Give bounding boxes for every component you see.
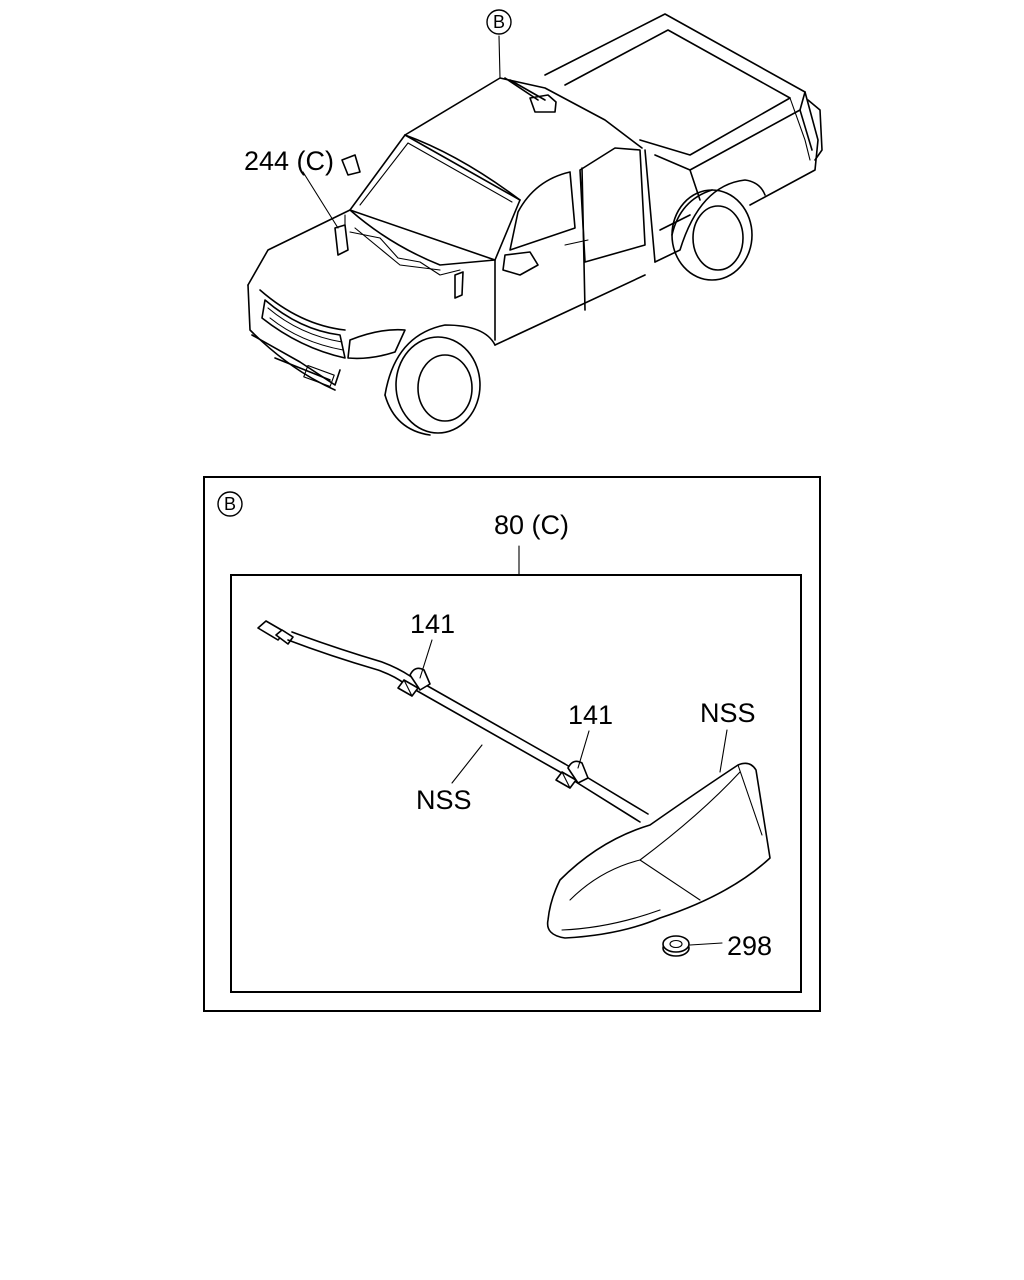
detail-b-marker-box: B: [217, 491, 243, 517]
detail-b-marker-box-letter: B: [224, 494, 236, 514]
callout-141-lower: 141: [568, 700, 613, 730]
callout-nss-cable: NSS: [416, 785, 472, 815]
detail-outer-frame: [203, 476, 821, 1012]
detail-b-marker-top: B: [486, 9, 512, 35]
grommet: [662, 935, 690, 957]
callout-244: 244 (C): [244, 146, 334, 176]
detail-b-marker-top-letter: B: [493, 12, 505, 32]
callout-nss-antenna: NSS: [700, 698, 756, 728]
callout-80: 80 (C): [494, 510, 569, 540]
detail-inner-frame: [230, 574, 802, 993]
callout-141-upper: 141: [410, 609, 455, 639]
callout-298: 298: [727, 931, 772, 961]
pickup-truck-illustration: [247, 13, 823, 436]
shark-fin-antenna: [546, 762, 771, 939]
antenna-cable: [257, 620, 649, 823]
